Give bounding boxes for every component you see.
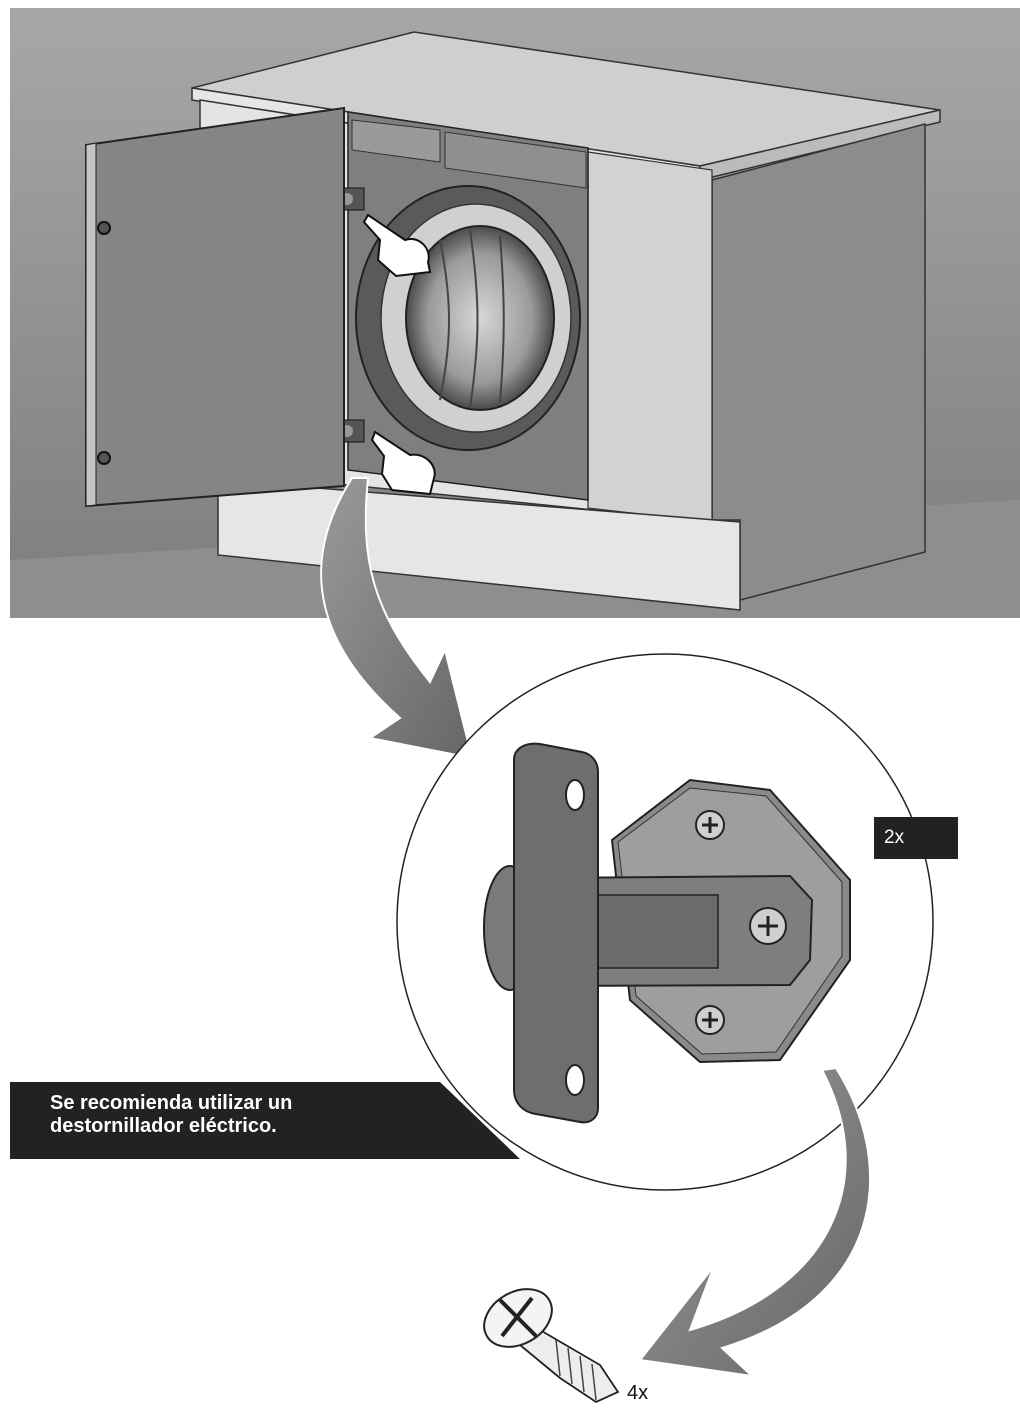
adjustment-screw-icon — [749, 907, 787, 945]
pointing-hand-icon-top — [362, 213, 432, 278]
hinge-quantity-label: 2x — [874, 817, 958, 859]
cabinet-scene — [10, 8, 1020, 618]
tip-line-2: destornillador eléctrico. — [50, 1115, 277, 1137]
arrow-to-screw — [638, 1066, 871, 1378]
cabinet-door-open — [85, 106, 345, 508]
pointing-hand-icon-bottom — [370, 430, 436, 496]
tip-banner: Se recomienda utilizar un destornillador… — [10, 1082, 520, 1159]
tip-line-1: Se recomienda utilizar un — [50, 1092, 293, 1114]
screw-icon — [483, 1288, 620, 1404]
plate-screw-icon-bottom — [695, 1005, 725, 1035]
cabinet-side — [711, 123, 926, 601]
plate-screw-icon-top — [695, 810, 725, 840]
hinge-illustration — [483, 742, 851, 1124]
screw-quantity-label: 4x — [627, 1382, 649, 1404]
arrow-to-detail — [320, 477, 474, 760]
